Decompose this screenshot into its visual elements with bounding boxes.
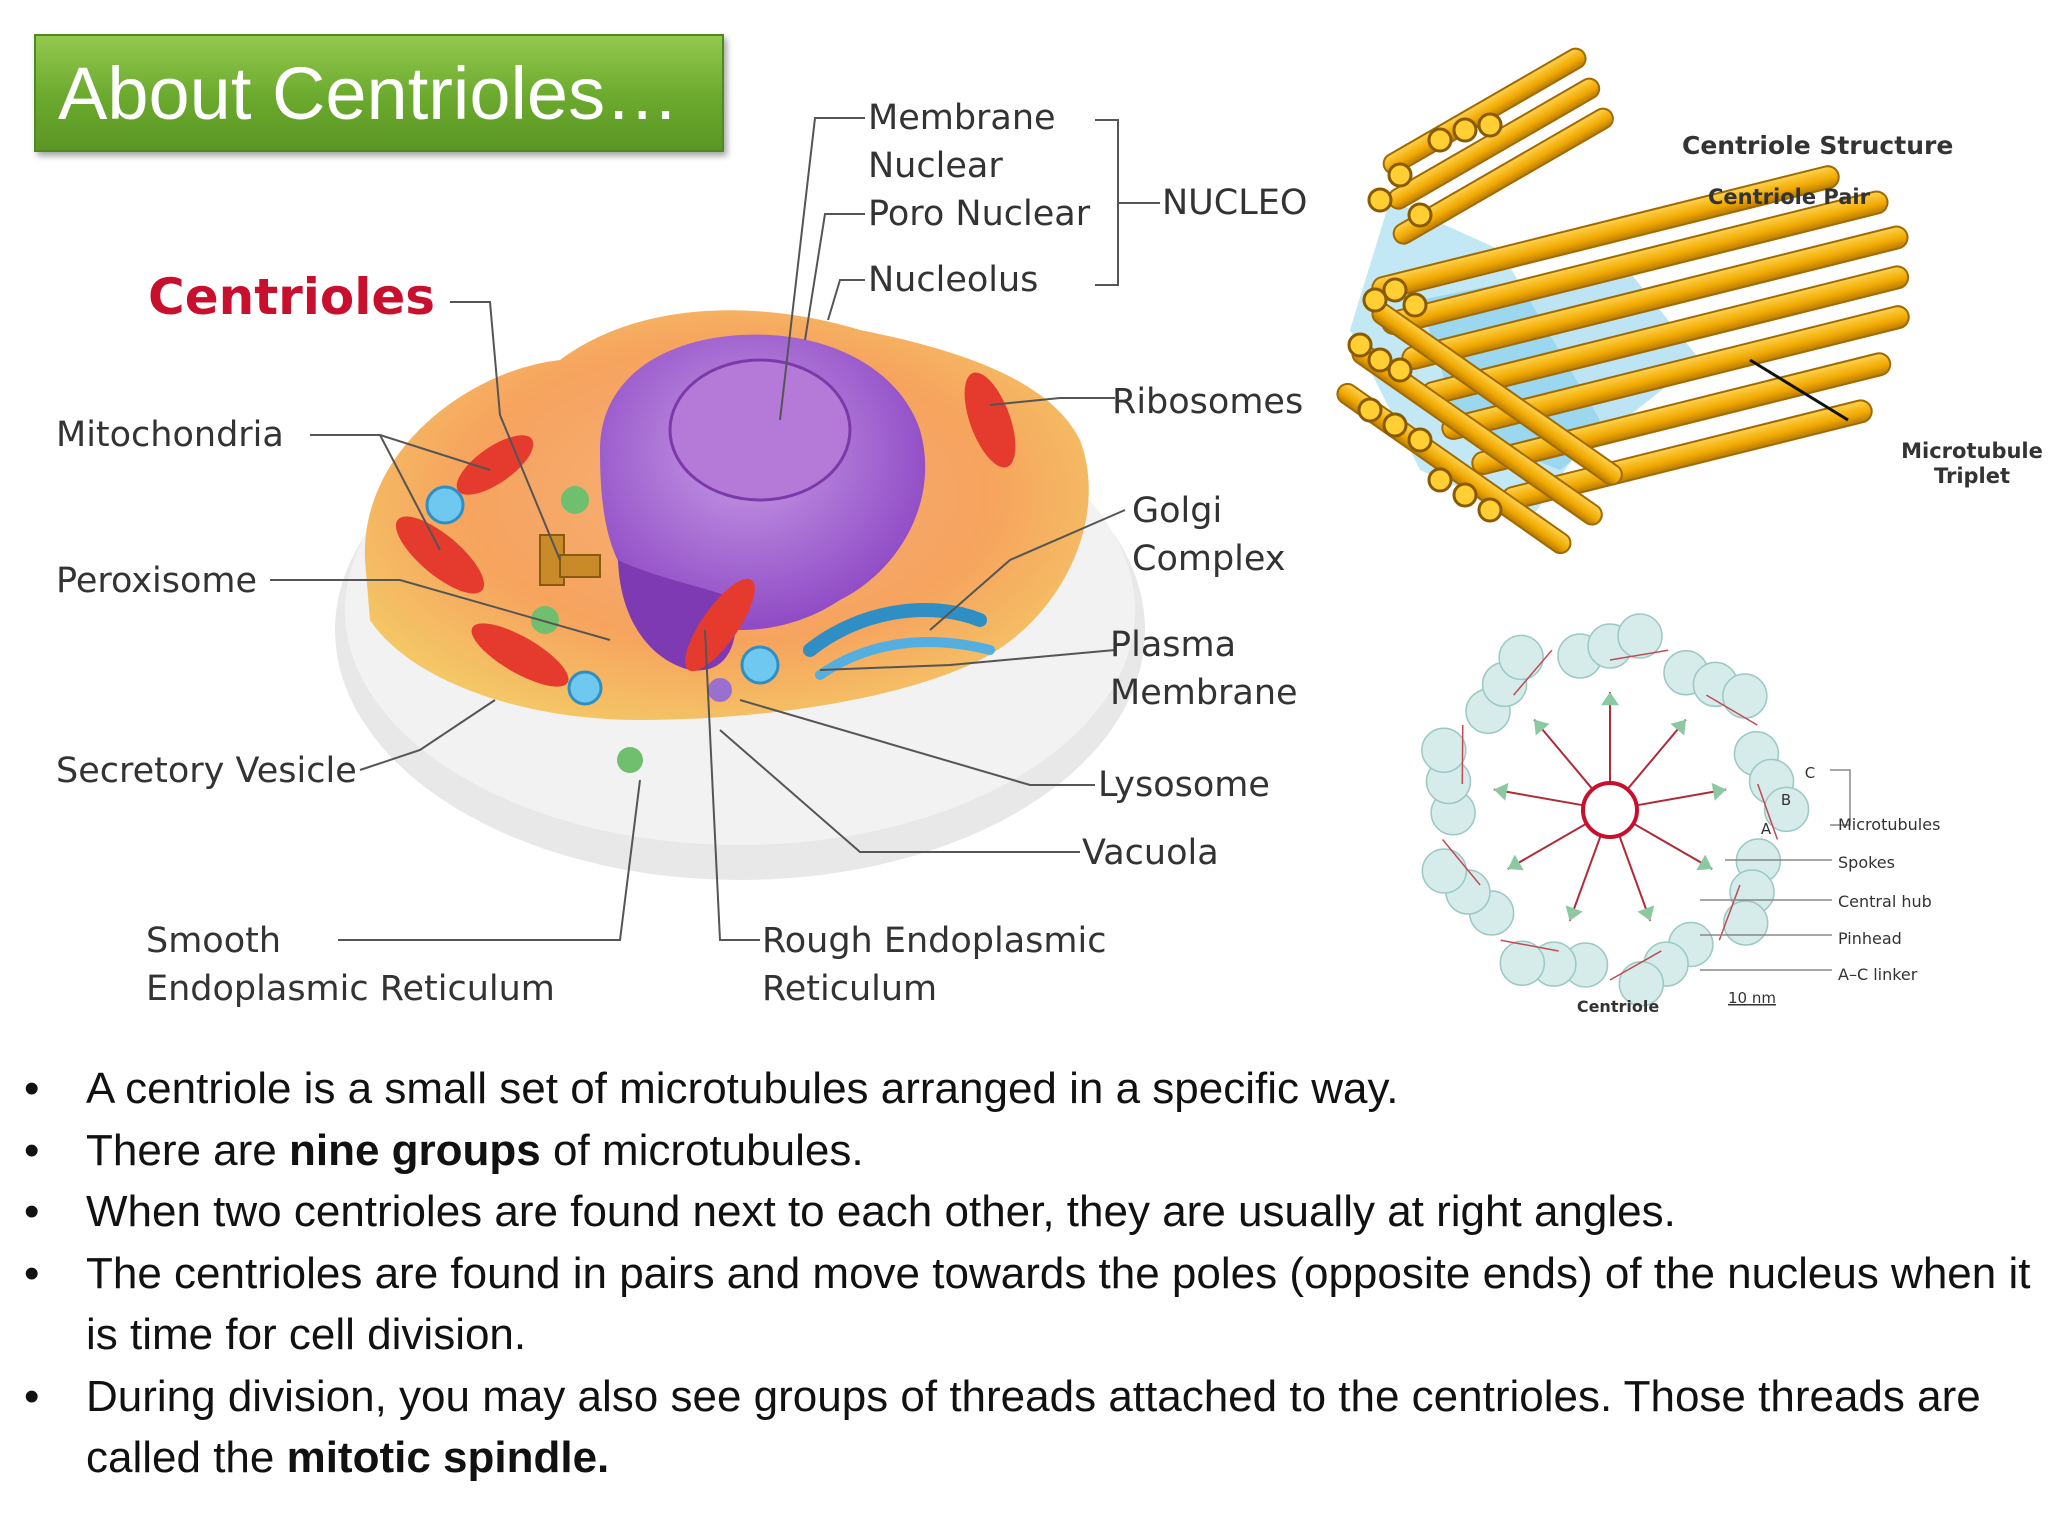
label-rough-er-2: Reticulum	[762, 969, 937, 1009]
pinhead	[1711, 782, 1727, 801]
pinhead	[1696, 854, 1713, 871]
label-peroxisome: Peroxisome	[56, 561, 257, 601]
spoke	[1493, 788, 1584, 807]
spoke	[1618, 835, 1652, 922]
pinhead	[1670, 719, 1686, 736]
cs-scale-bar: 10 nm	[1728, 989, 1776, 1007]
label-vacuola: Vacuola	[1082, 833, 1219, 873]
label-plasma-2: Membrane	[1110, 673, 1298, 713]
label-mitochondria: Mitochondria	[56, 415, 284, 455]
slide-title-box: About Centrioles…	[34, 34, 724, 152]
spoke	[1507, 822, 1588, 870]
label-golgi-2: Complex	[1132, 539, 1286, 579]
triplet-letter-c: C	[1805, 764, 1815, 782]
pinhead	[1565, 905, 1583, 921]
microtubule-circle	[1499, 940, 1546, 986]
bullet-marker: •	[24, 1248, 40, 1298]
bullet-item: •During division, you may also see group…	[24, 1366, 2034, 1489]
ac-linker	[1609, 649, 1669, 661]
pinhead	[1493, 782, 1509, 801]
bullet-item: •The centrioles are found in pairs and m…	[24, 1243, 2034, 1366]
bullet-marker: •	[24, 1187, 40, 1236]
label-ribosomes: Ribosomes	[1112, 382, 1303, 422]
label-poro-nuclear: Poro Nuclear	[868, 194, 1091, 234]
microtubule-circle	[1617, 613, 1663, 659]
cs-label-ac-linker: A–C linker	[1838, 965, 1918, 984]
cs-label-spokes: Spokes	[1838, 853, 1895, 872]
label-golgi-1: Golgi	[1132, 491, 1222, 531]
vesicle-shape	[425, 485, 465, 525]
microtubule-circle	[1498, 634, 1544, 681]
pinhead	[1600, 692, 1620, 706]
spoke	[1632, 822, 1713, 870]
label-smooth-er-1: Smooth	[146, 921, 281, 961]
microtubule-circle	[1763, 786, 1810, 833]
bullet-marker: •	[24, 1371, 40, 1421]
bullet-item: •When two centrioles are found next to e…	[24, 1181, 2034, 1243]
label-plasma-1: Plasma	[1110, 625, 1236, 665]
label-membrane-nuclear-1: Membrane	[868, 98, 1056, 138]
figures: Centrioles Membrane Nuclear Poro Nuclear…	[56, 47, 2043, 1016]
centriole-3d-illustration	[1336, 47, 1910, 555]
cross-section-leaders	[1700, 769, 1851, 971]
ac-linker	[1609, 950, 1662, 981]
centriole-pair-label: Centriole Pair	[1708, 185, 1871, 209]
cell-illustration	[335, 310, 1145, 880]
label-membrane-nuclear-2: Nuclear	[868, 146, 1003, 186]
triplet-letter-a: A	[1761, 820, 1772, 838]
bullet-list: •A centriole is a small set of microtubu…	[24, 1058, 2034, 1489]
ac-linker	[1442, 839, 1481, 886]
golgi-shape	[803, 603, 987, 657]
bullet-marker: •	[24, 1125, 40, 1175]
label-smooth-er-2: Endoplasmic Reticulum	[146, 969, 555, 1009]
pinhead	[1637, 905, 1655, 921]
cs-label-pinhead: Pinhead	[1838, 929, 1902, 948]
label-rough-er-1: Rough Endoplasmic	[762, 921, 1106, 961]
bullet-item: •There are nine groups of microtubules.	[24, 1120, 2034, 1182]
ac-linker	[1706, 694, 1758, 726]
microtubule-circle	[1421, 727, 1467, 773]
ac-linker	[1718, 884, 1741, 941]
spoke	[1626, 718, 1687, 790]
label-nucleo: NUCLEO	[1162, 183, 1307, 223]
label-lysosome: Lysosome	[1098, 765, 1270, 805]
pinhead	[1507, 854, 1524, 871]
triplet-letter-b: B	[1781, 791, 1791, 809]
ac-linker	[1500, 939, 1559, 952]
spoke	[1533, 718, 1594, 790]
leader-lines	[270, 117, 1160, 941]
ac-linker	[1757, 783, 1779, 840]
ac-linker	[1513, 649, 1553, 696]
spoke	[1568, 835, 1602, 922]
cs-label-central-hub: Central hub	[1838, 892, 1932, 911]
central-hub	[1581, 781, 1639, 839]
slide-title: About Centrioles…	[58, 52, 680, 135]
cs-caption: Centriole	[1577, 997, 1659, 1016]
microtubule-triplet-label-2: Triplet	[1934, 464, 2010, 488]
centriole-structure-title: Centriole Structure	[1682, 131, 1953, 160]
centrioles-heading: Centrioles	[148, 268, 435, 326]
spoke	[1636, 788, 1727, 807]
nucleolus-shape	[668, 358, 852, 502]
microtubule-triplet-label-1: Microtubule	[1901, 439, 2043, 463]
microtubule-circle	[1722, 673, 1768, 719]
centriole-cross-section	[1421, 613, 1810, 1007]
label-nucleolus: Nucleolus	[868, 260, 1038, 300]
label-secretory-vesicle: Secretory Vesicle	[56, 751, 357, 791]
pinhead	[1534, 719, 1550, 736]
microtubule-circle	[1722, 900, 1769, 946]
microtubule-circle	[1421, 848, 1468, 894]
cs-label-microtubules: Microtubules	[1838, 815, 1940, 834]
bullet-marker: •	[24, 1064, 40, 1113]
bullet-item: •A centriole is a small set of microtubu…	[24, 1058, 2034, 1120]
